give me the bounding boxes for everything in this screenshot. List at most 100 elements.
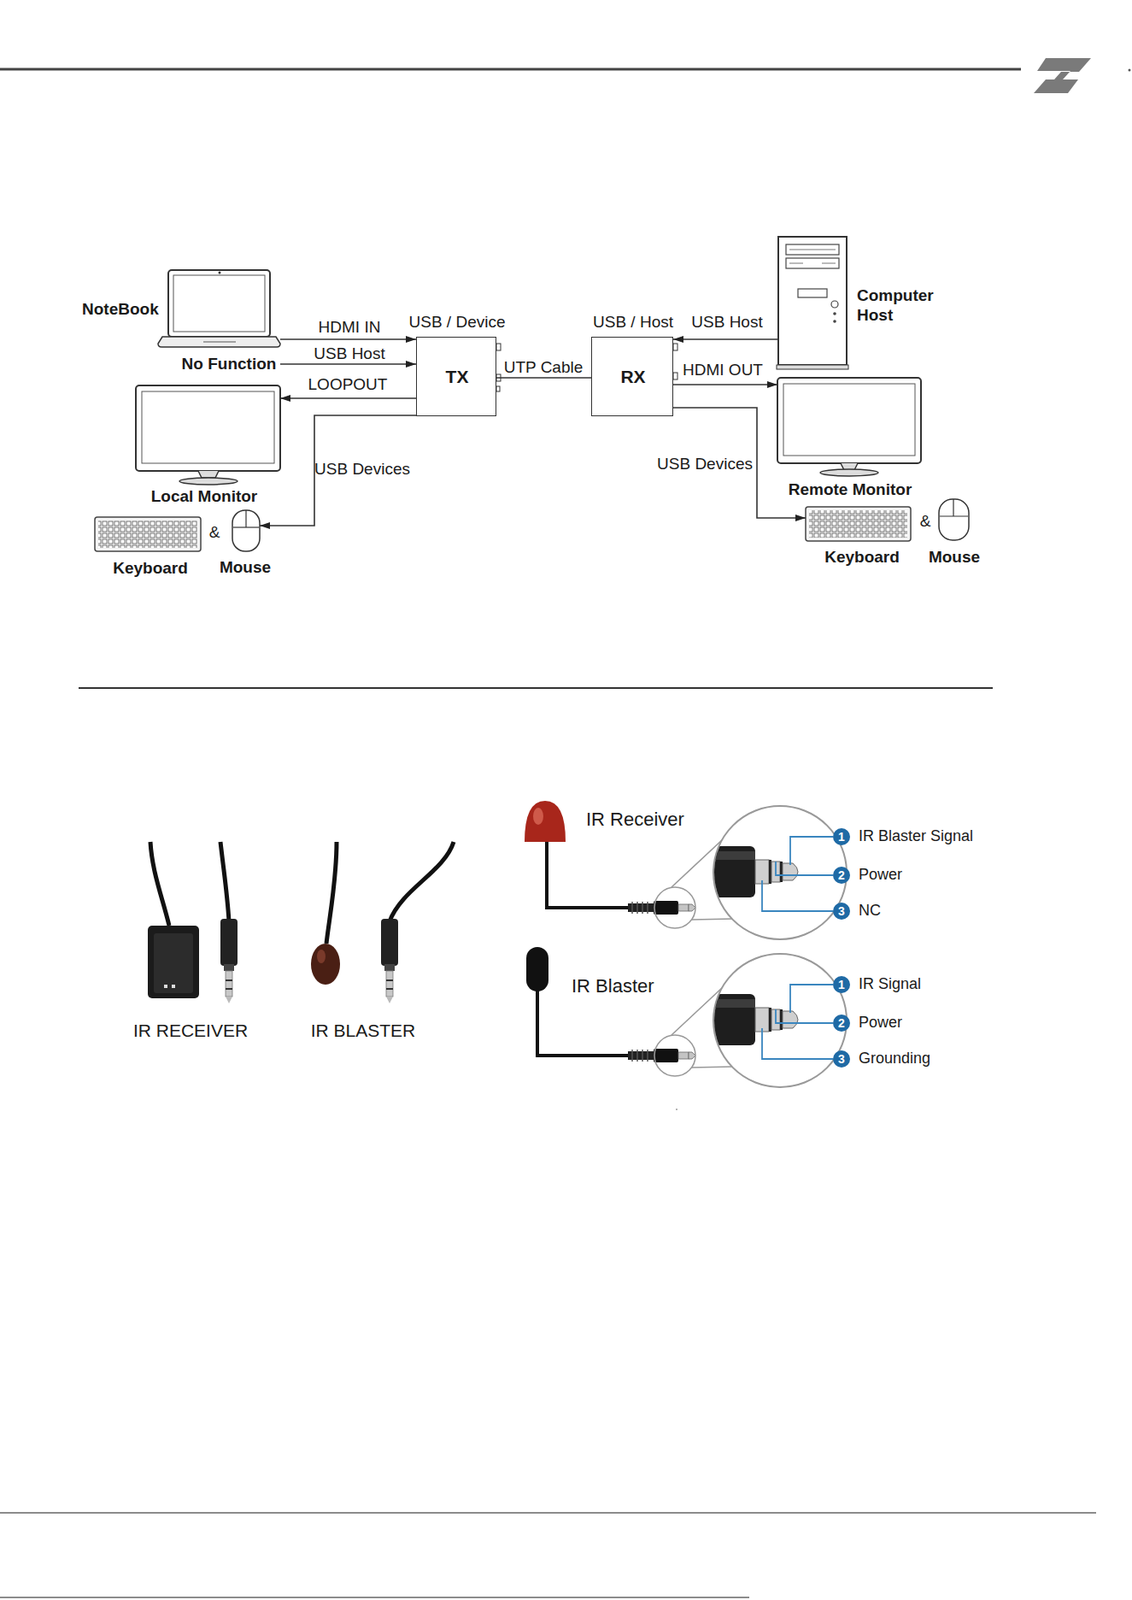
brand-logo: [1033, 58, 1091, 94]
port-tab: [496, 386, 500, 392]
signal-label: LOOPOUT: [308, 375, 388, 395]
signal-label: USB Devices: [314, 459, 411, 480]
plug-tip: [782, 862, 798, 880]
plug-shaft: [225, 970, 233, 997]
signal-connector: [673, 383, 778, 386]
plug-tip: [688, 903, 696, 911]
laptop-screen: [173, 275, 265, 332]
cable: [389, 841, 454, 921]
node-heading: USB / Host: [592, 312, 674, 333]
computer-tower: Computer Host: [778, 236, 847, 368]
plug-grip: [220, 918, 238, 966]
cable: [326, 841, 337, 944]
cable: [220, 841, 229, 921]
grip-shine: [705, 850, 756, 860]
mouse-button-edge: [233, 526, 259, 528]
signal-connector: [496, 376, 592, 379]
pin-name: IR Blaster Signal: [858, 827, 974, 846]
drive-slot: [821, 263, 836, 264]
ampersand: &: [209, 522, 221, 543]
monitor-stand: [179, 477, 238, 485]
edge-mark: [1128, 69, 1132, 72]
node-label: Keyboard: [112, 558, 188, 579]
plug-grip: [700, 845, 756, 898]
mouse-device: Mouse: [938, 498, 969, 540]
callout-number: 3: [838, 903, 845, 919]
blaster-bulb: [310, 943, 341, 985]
magnified-plug: [700, 845, 798, 898]
node-label: Local Monitor: [151, 486, 259, 507]
relief-ridge: [646, 901, 649, 914]
mouse-button-edge: [939, 515, 968, 517]
relief-ridge: [631, 901, 634, 914]
plug-collar: [223, 963, 235, 971]
photo-caption: IR RECEIVER: [133, 1019, 248, 1041]
signal-connector: [280, 338, 417, 341]
laptop-base: [158, 336, 281, 347]
keyboard-body: [805, 506, 911, 541]
node-label: TX: [445, 365, 470, 388]
signal-label: USB Host: [313, 344, 385, 364]
spring-relief: [627, 901, 654, 914]
mouse-body: [938, 498, 969, 540]
monitor-frame: [777, 377, 921, 464]
keyboard-device: Keyboard: [94, 516, 201, 552]
monitor-frame: [135, 385, 281, 471]
port-tab: [496, 343, 501, 351]
plug-tip: [225, 996, 233, 1003]
footer-rule: [0, 1595, 750, 1598]
signal-label: HDMI OUT: [682, 360, 763, 381]
port-tab: [673, 343, 678, 351]
callout-number: 3: [838, 1051, 845, 1067]
mouse-button-split: [952, 498, 954, 517]
monitor-screen: [141, 391, 275, 464]
signal-connector: [673, 338, 779, 341]
drive-slot: [789, 263, 804, 264]
drive-slot: [789, 249, 836, 251]
part-name: IR Receiver: [586, 808, 685, 831]
signal-label: HDMI IN: [318, 317, 382, 338]
node-label: RX: [620, 365, 646, 388]
power-button: [831, 300, 839, 308]
callout-badge: [832, 827, 851, 845]
jack-plug: [220, 918, 238, 1003]
receiver-window: [171, 984, 176, 988]
leader-line: [762, 879, 833, 911]
status-led: [832, 319, 837, 323]
signal-connector: [259, 415, 417, 526]
signal-label: USB Devices: [656, 454, 753, 475]
leader-line: [790, 836, 833, 865]
node-label: Mouse: [219, 557, 271, 578]
pin-name: IR Signal: [858, 974, 921, 994]
pin-name: Grounding: [858, 1049, 931, 1068]
plug-sleeve: [755, 859, 769, 884]
signal-connector: [280, 397, 417, 399]
cable: [546, 841, 629, 908]
relief-ridge: [641, 901, 644, 914]
callout-number: 1: [838, 829, 845, 845]
receiver-window: [164, 984, 168, 988]
mouse-body: [232, 510, 260, 552]
pin-name: NC: [858, 901, 881, 921]
mouse-button-split: [245, 510, 247, 528]
node-label: Mouse: [928, 547, 980, 568]
monitor-screen: [783, 383, 915, 456]
laptop-lid: [168, 269, 270, 337]
receiver-face: [153, 932, 194, 993]
cable: [537, 989, 629, 1056]
laptop-hinge: [203, 341, 236, 343]
header-rule: [0, 68, 1021, 71]
signal-connector: [280, 363, 417, 365]
plug-grip: [653, 900, 679, 915]
zoom-circle: [654, 886, 696, 928]
pin-name: Power: [858, 865, 903, 885]
relief-ridge: [636, 901, 639, 914]
receiver-box: USB / HostRX: [591, 336, 674, 417]
laptop-device: NoteBookNo Function: [158, 269, 281, 370]
jack-plug: [381, 918, 399, 1003]
keyboard-body: [94, 516, 201, 552]
photo-caption: IR BLASTER: [310, 1019, 417, 1041]
callout-badge: [832, 902, 851, 920]
